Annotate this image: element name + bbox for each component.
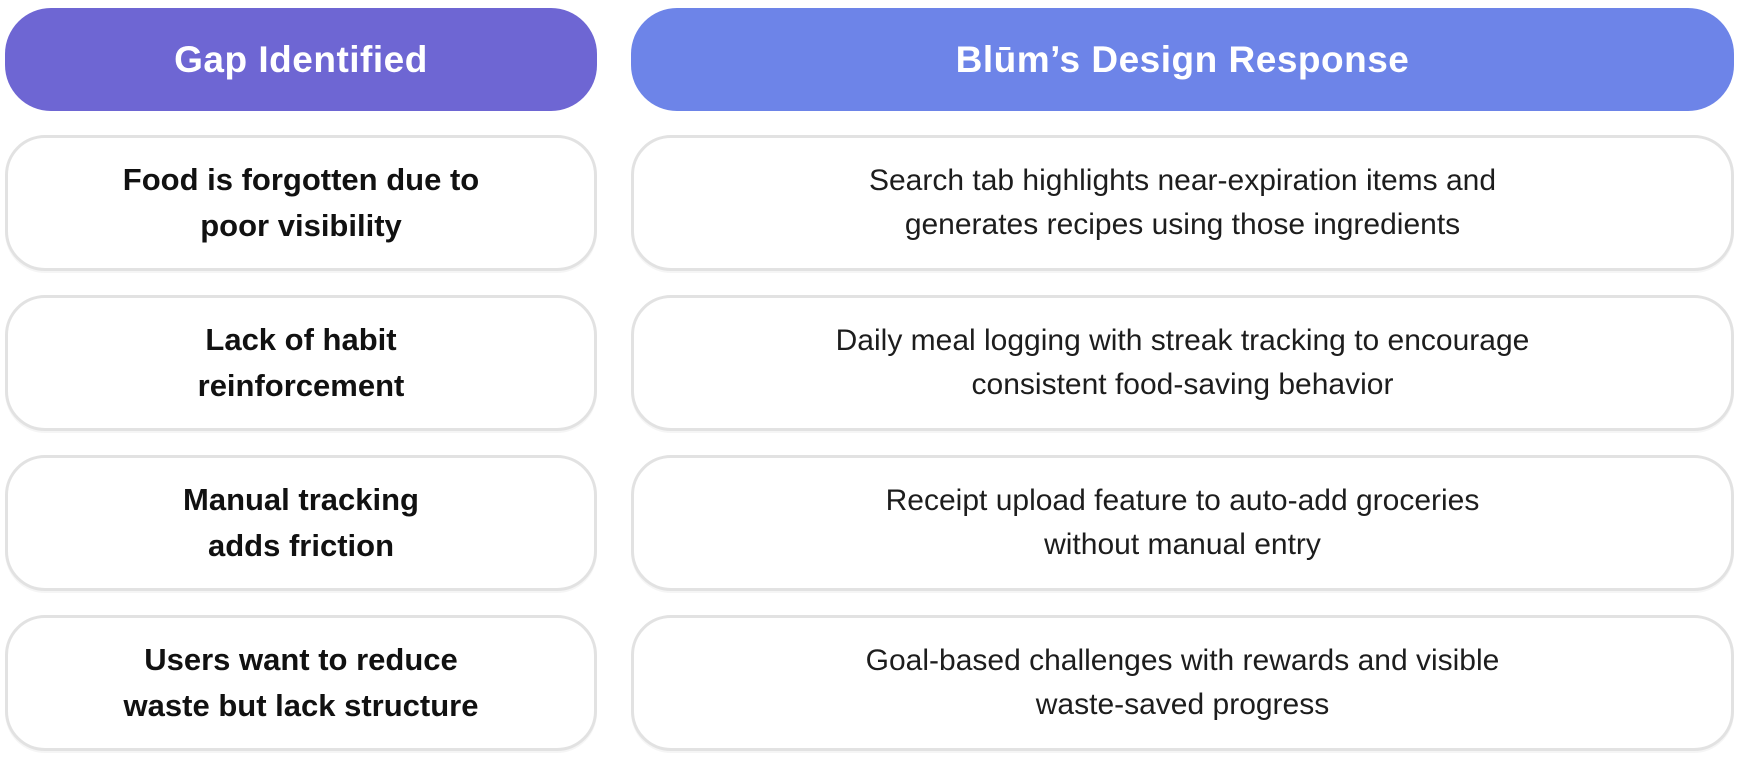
response-text-line: Goal-based challenges with rewards and v…	[865, 643, 1500, 677]
response-card-search-tab: Search tab highlights near-expiration it…	[631, 135, 1734, 271]
gap-text-line: Food is forgotten due to	[122, 162, 480, 198]
gap-text-line: Manual tracking	[183, 482, 419, 518]
response-text-line: Daily meal logging with streak tracking …	[835, 323, 1530, 357]
response-text-line: consistent food-saving behavior	[971, 368, 1394, 401]
gap-text-line: waste but lack structure	[123, 688, 479, 723]
gap-card-habit: Lack of habit reinforcement	[5, 295, 597, 431]
response-text-line: without manual entry	[1044, 528, 1321, 561]
gap-card-waste-structure: Users want to reduce waste but lack stru…	[5, 615, 597, 751]
response-text-line: Receipt upload feature to auto-add groce…	[885, 483, 1480, 517]
design-response-column-header-label: Blūm’s Design Response	[955, 38, 1410, 80]
gap-text-line: poor visibility	[200, 208, 402, 243]
gap-text-line: adds friction	[207, 528, 394, 563]
gap-card-manual-tracking: Manual tracking adds friction	[5, 455, 597, 591]
gap-column-header: Gap Identified	[5, 8, 597, 111]
response-text-line: Search tab highlights near-expiration it…	[868, 163, 1497, 197]
response-card-challenges: Goal-based challenges with rewards and v…	[631, 615, 1734, 751]
gap-column-header-label: Gap Identified	[174, 38, 428, 80]
response-text-line: waste-saved progress	[1035, 688, 1330, 721]
gap-card-visibility: Food is forgotten due to poor visibility	[5, 135, 597, 271]
response-card-meal-logging: Daily meal logging with streak tracking …	[631, 295, 1734, 431]
gap-text-line: Lack of habit	[205, 322, 397, 358]
design-response-column-header: Blūm’s Design Response	[631, 8, 1734, 111]
gap-text-line: reinforcement	[197, 368, 405, 403]
response-text-line: generates recipes using those ingredient…	[904, 208, 1461, 241]
gap-text-line: Users want to reduce	[144, 642, 458, 678]
response-card-receipt-upload: Receipt upload feature to auto-add groce…	[631, 455, 1734, 591]
